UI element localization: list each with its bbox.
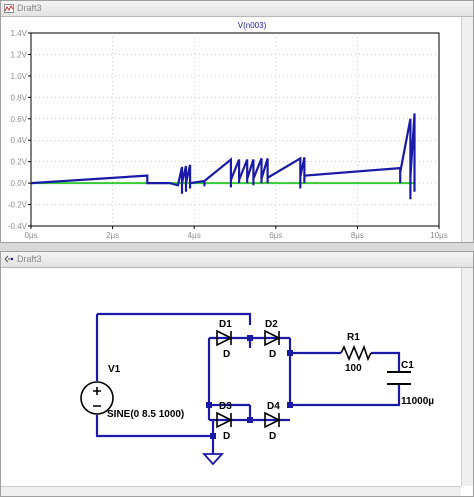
wire-top[interactable] — [97, 312, 252, 325]
y-tick-label: 0.2V — [11, 158, 28, 167]
diode-d3-name: D3 — [219, 401, 232, 412]
voltage-source-v1-value: SINE(0 8.5 1000) — [107, 409, 184, 420]
y-tick-label: 1.4V — [11, 29, 28, 38]
wire-r1-c1[interactable] — [371, 351, 401, 372]
waveform-window-titlebar[interactable]: Draft3 — [1, 1, 473, 17]
capacitor-c1-name: C1 — [401, 360, 414, 371]
diode-d3[interactable]: D3 D — [216, 401, 233, 442]
diode-d1-model: D — [223, 349, 230, 360]
voltage-source-v1[interactable]: V1 SINE(0 8.5 1000) — [80, 364, 184, 420]
wire-source-bottom[interactable] — [95, 415, 213, 438]
y-tick-label: 1.2V — [11, 50, 28, 59]
diode-d1[interactable]: D1 D — [216, 319, 233, 360]
waveform-icon — [4, 4, 14, 13]
x-tick-label: 6µs — [269, 231, 282, 240]
schematic-window: Draft3 — [0, 251, 474, 497]
y-tick-label: -0.4V — [8, 222, 28, 231]
junction-bottom — [247, 417, 253, 423]
waveform-vertical-scrollbar[interactable] — [461, 17, 473, 242]
junctions — [206, 335, 293, 439]
wire-c1-return[interactable] — [290, 384, 401, 407]
resistor-r1[interactable]: R1 100 — [340, 332, 372, 374]
diode-d4-model: D — [269, 431, 276, 442]
resistor-r1-name: R1 — [347, 332, 360, 343]
voltage-source-v1-name: V1 — [108, 364, 121, 375]
diode-d1-name: D1 — [219, 319, 232, 330]
plot-title: V(n003) — [238, 21, 267, 30]
y-tick-label: -0.2V — [8, 201, 28, 210]
x-tick-label: 10µs — [430, 231, 448, 240]
y-tick-label: 0.0V — [11, 179, 28, 188]
diode-d2-model: D — [269, 349, 276, 360]
resistor-r1-value: 100 — [345, 363, 362, 374]
schematic-window-titlebar[interactable]: Draft3 — [1, 252, 473, 268]
schematic-vertical-scrollbar[interactable] — [461, 268, 473, 486]
diode-d3-model: D — [223, 431, 230, 442]
y-tick-label: 0.4V — [11, 136, 28, 145]
x-tick-label: 4µs — [188, 231, 201, 240]
schematic-icon — [4, 255, 14, 263]
x-tick-label: 8µs — [351, 231, 364, 240]
junction-ground — [210, 433, 216, 439]
y-tick-label: 0.8V — [11, 93, 28, 102]
junction-right-top — [287, 350, 293, 356]
series-line-vn003 — [30, 113, 416, 200]
y-tick-label: 0.6V — [11, 115, 28, 124]
x-tick-label: 2µs — [106, 231, 119, 240]
waveform-plot[interactable]: V(n003) 1.4V 1.2V 1.0V 0.8V 0.6V 0.4V 0.2V 0.0V… — [1, 17, 461, 244]
diode-d4-name: D4 — [267, 401, 280, 412]
capacitor-c1[interactable]: C1 11000µ — [387, 360, 434, 407]
capacitor-c1-value: 11000µ — [401, 396, 434, 407]
waveform-window-title: Draft3 — [17, 3, 42, 13]
schematic-canvas[interactable]: D1 D D2 D D3 D D4 D V1 SINE(0 8.5 1000) — [1, 268, 461, 486]
plot-frame — [30, 32, 440, 227]
ground-icon — [201, 453, 225, 466]
y-tick-label: 1.0V — [11, 72, 28, 81]
waveform-window: Draft3 V(n003) 1.4V 1.2V 1.0V 0.8V 0.6V 0.4V 0… — [0, 0, 474, 243]
schematic-window-title: Draft3 — [17, 254, 42, 264]
diode-d2-name: D2 — [265, 319, 278, 330]
schematic-horizontal-scrollbar[interactable] — [1, 486, 461, 496]
diode-d2[interactable]: D2 D — [264, 319, 281, 360]
junction-left-mid — [206, 402, 212, 408]
junction-right-mid — [287, 402, 293, 408]
diode-d4[interactable]: D4 D — [264, 401, 281, 442]
x-tick-label: 0µs — [24, 231, 37, 240]
junction-top — [247, 335, 253, 341]
